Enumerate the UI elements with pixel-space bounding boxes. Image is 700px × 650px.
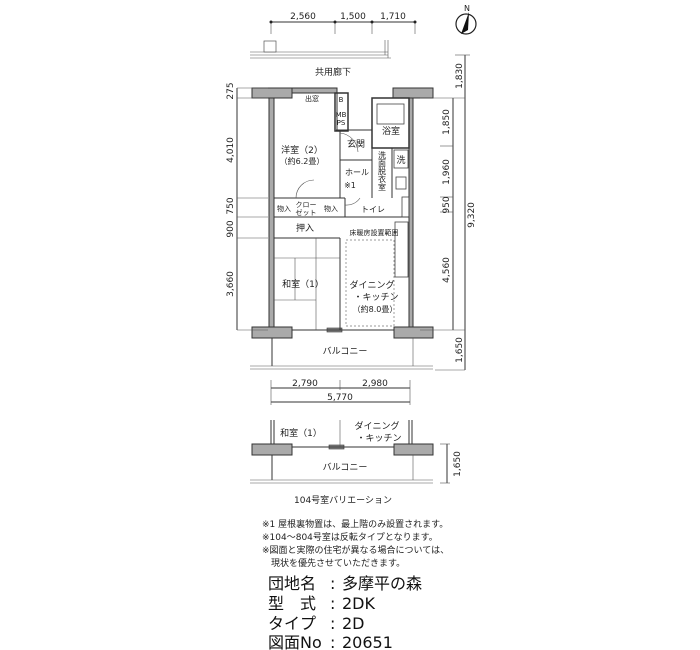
note-line: ※1 屋根裏物置は、最上階のみ設置されます。 xyxy=(262,518,448,530)
hall-label: ホール xyxy=(345,168,369,177)
dim-label: 750 xyxy=(226,197,236,214)
dim-label: 2,560 xyxy=(290,12,316,22)
kitchen-label: ・キッチン xyxy=(353,292,398,303)
bay-window-label: 出窓 xyxy=(305,94,319,103)
info-value: 20651 xyxy=(342,633,393,650)
info-sep: : xyxy=(330,594,335,613)
north-arrow-icon: N xyxy=(455,4,477,35)
floor-heating-label: 床暖房設置範囲 xyxy=(350,228,399,237)
washer-label: 洗 xyxy=(396,154,405,166)
closet-label: ゼット xyxy=(296,208,317,217)
dim-label: 3,660 xyxy=(226,271,236,297)
dining-label: ダイニング xyxy=(354,420,399,432)
right-dimensions: 1,830 1,850 1,960 950 9,320 4,560 1,650 xyxy=(420,54,477,371)
info-sep: : xyxy=(330,614,335,633)
ps-label: PS xyxy=(337,119,346,127)
kitchen-label: ・キッチン xyxy=(356,433,401,444)
b-label: B xyxy=(339,96,344,104)
corridor-railing xyxy=(250,40,391,59)
balcony xyxy=(250,338,433,370)
dim-label: 4,010 xyxy=(226,137,236,163)
info-label: タイプ xyxy=(268,614,316,633)
dim-label: 1,960 xyxy=(442,159,452,185)
storage-label: 物入 xyxy=(324,204,338,213)
info-sep: : xyxy=(330,574,335,593)
western-room-size: （約6.2畳） xyxy=(280,156,325,166)
dim-label: 950 xyxy=(442,196,452,213)
bath-label: 浴室 xyxy=(382,125,400,137)
dim-label: 5,770 xyxy=(327,393,353,403)
dining-size: （約8.0畳） xyxy=(353,304,398,314)
dim-label: 1,850 xyxy=(442,109,452,135)
variation-caption: 104号室バリエーション xyxy=(294,494,392,506)
mb-label: MB xyxy=(336,111,347,119)
entrance-label: 玄関 xyxy=(347,138,365,150)
storage-label: 物入 xyxy=(277,204,291,213)
room-labels: 出窓 B MB PS 洋室（2） （約6.2畳） 玄関 浴室 洗面脱衣室 洗 ホ… xyxy=(277,94,406,357)
dim-label: 1,650 xyxy=(455,337,465,363)
dim-label: 2,980 xyxy=(362,379,388,389)
info-label: 団地名 xyxy=(268,574,316,593)
balcony-label: バルコニー xyxy=(323,346,368,357)
closet-label: クロー xyxy=(296,201,317,209)
note-line: ※104～804号室は反転タイプとなります。 xyxy=(262,531,438,543)
variation-plan: 1,650 和室（1） ダイニング ・キッチン バルコニー 104号室バリエーシ… xyxy=(250,420,463,506)
dim-label: 2,790 xyxy=(292,379,318,389)
corridor-label: 共用廊下 xyxy=(315,66,351,78)
dim-label: 1,710 xyxy=(380,12,406,22)
info-sep: : xyxy=(330,633,335,650)
info-label: 型 式 xyxy=(268,594,316,613)
info-value: 多摩平の森 xyxy=(342,574,422,593)
info-value: 2DK xyxy=(342,594,376,613)
western-room-label: 洋室（2） xyxy=(281,144,323,156)
top-dimensions: 2,560 1,500 1,710 xyxy=(269,12,417,34)
washroom-label: 洗面脱衣室 xyxy=(378,150,387,191)
japanese-room-label: 和室（1） xyxy=(282,278,324,290)
left-dimensions: 275 4,010 750 900 3,660 xyxy=(226,82,268,331)
dim-label: 1,650 xyxy=(453,451,463,477)
walls xyxy=(251,87,434,339)
dim-label: 1,500 xyxy=(340,12,366,22)
svg-text:N: N xyxy=(464,4,470,13)
dining-label: ダイニング xyxy=(349,279,394,291)
dim-label: 1,830 xyxy=(455,63,465,89)
info-label: 図面No xyxy=(268,633,322,650)
oshiire-label: 押入 xyxy=(296,222,314,234)
dim-label: 9,320 xyxy=(467,202,477,228)
toilet-label: トイレ xyxy=(361,205,385,214)
dim-label: 4,560 xyxy=(442,257,452,283)
dim-label: 275 xyxy=(226,82,236,99)
note-line: 現状を優先させていただきます。 xyxy=(262,557,405,569)
dim-label: 900 xyxy=(226,220,236,237)
info-block: 団地名 : 多摩平の森 型 式 : 2DK タイプ : 2D 図面No : 20… xyxy=(268,574,422,650)
bottom-dimensions: 2,790 2,980 5,770 xyxy=(270,379,411,405)
balcony-label: バルコニー xyxy=(323,462,368,473)
japanese-room-label: 和室（1） xyxy=(280,427,322,439)
info-value: 2D xyxy=(342,614,365,633)
notes: ※1 屋根裏物置は、最上階のみ設置されます。 ※104～804号室は反転タイプと… xyxy=(262,518,449,569)
note-mark: ※1 xyxy=(344,181,356,190)
note-line: ※図面と実際の住宅が異なる場合については、 xyxy=(262,544,449,556)
